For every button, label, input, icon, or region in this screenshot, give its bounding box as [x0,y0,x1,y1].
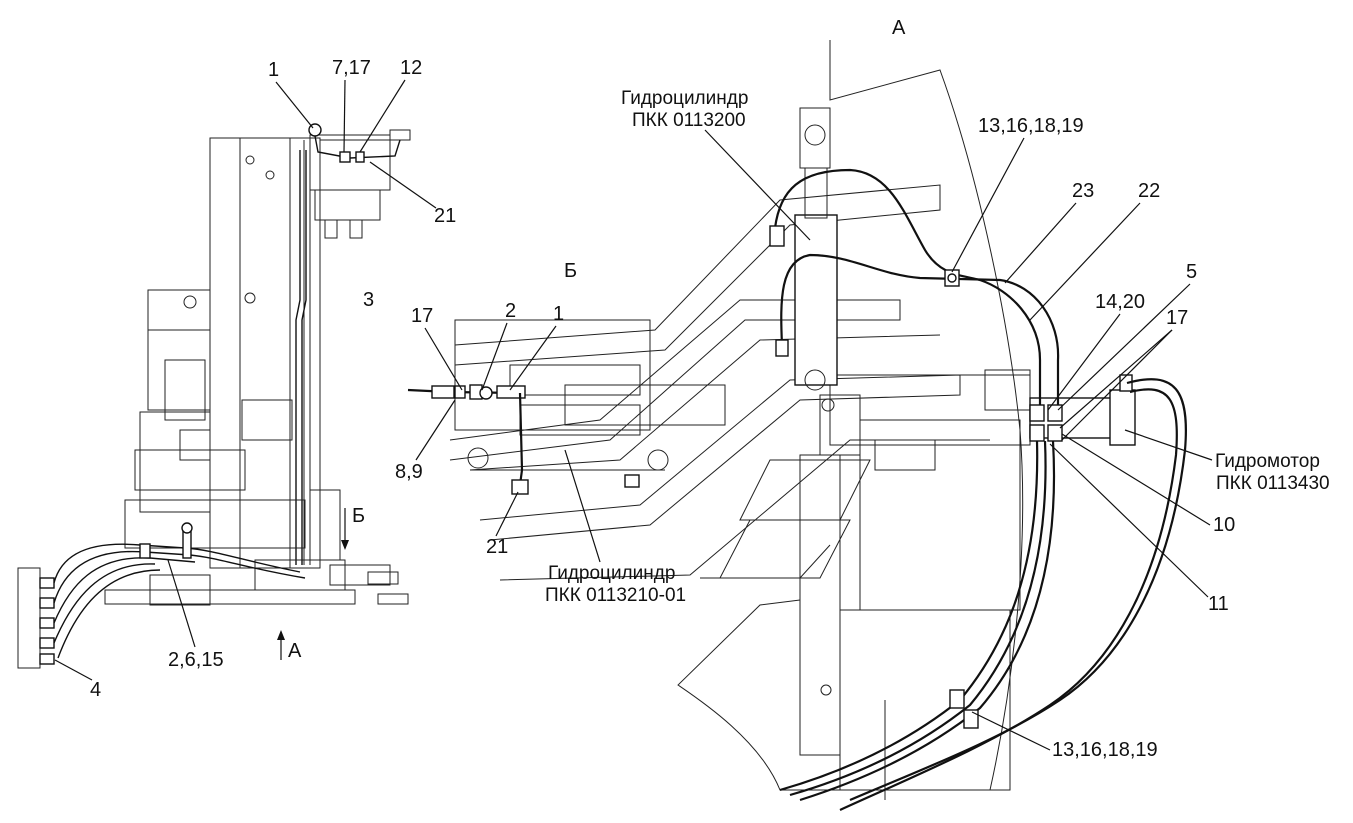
callout-2-6-15: 2,6,15 [168,649,224,671]
callout-4: 4 [90,679,101,701]
view-b: Б 17 2 1 8,9 21 Гидроцилин [395,184,990,606]
callout-1-view-b: 1 [553,303,564,325]
callout-17-view-b: 17 [411,305,433,327]
callout-17-view-a: 17 [1166,307,1188,329]
callout-1-general: 1 [268,59,279,81]
caption-cylinder-2-line1: Гидроцилиндр [548,563,675,584]
machine-frame [17,123,411,669]
callout-22: 22 [1138,180,1160,202]
view-arrow-b-label: Б [352,505,365,527]
view-b-title: Б [564,260,577,282]
callout-13-16-18-19-bottom: 13,16,18,19 [1052,739,1158,761]
callout-10: 10 [1213,514,1235,536]
callout-11: 11 [1208,593,1229,615]
callout-21-top: 21 [434,205,456,227]
view-a: А [621,17,1330,812]
callout-14-20: 14,20 [1095,291,1145,313]
general-view: 1 7,17 12 21 3 2,6,15 4 Б А [17,57,456,701]
callout-12: 12 [400,57,422,79]
view-a-title: А [892,17,906,39]
caption-cylinder-1-line2: ПКК 0113200 [632,110,746,131]
caption-motor-line2: ПКК 0113430 [1216,473,1330,494]
callouts-general: 1 7,17 12 21 3 2,6,15 4 Б А [54,57,456,701]
callout-2-view-b: 2 [505,300,516,322]
callout-23: 23 [1072,180,1094,202]
view-arrow-a-label: А [288,640,302,662]
callout-7-17: 7,17 [332,57,371,79]
callout-13-16-18-19-top: 13,16,18,19 [978,115,1084,137]
callout-8-9: 8,9 [395,461,423,483]
caption-cylinder-2-line2: ПКК 0113210-01 [545,585,686,606]
caption-motor-line1: Гидромотор [1215,451,1320,472]
callout-5: 5 [1186,261,1197,283]
callout-21-view-b: 21 [486,536,508,558]
callout-3: 3 [363,289,374,311]
caption-cylinder-1-line1: Гидроцилиндр [621,88,748,109]
